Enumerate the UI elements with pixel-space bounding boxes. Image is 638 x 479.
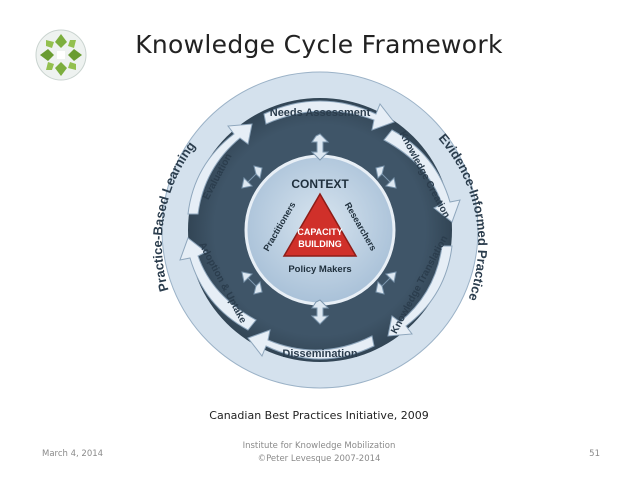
connector-arrow-bottom-right xyxy=(375,271,397,295)
connector-arrow-bottom-left xyxy=(241,271,263,295)
connector-arrow-top-left xyxy=(241,165,263,189)
capacity-label: CAPACITY xyxy=(297,227,342,237)
footer-copyright: ©Peter Levesque 2007-2014 xyxy=(257,454,381,464)
connector-arrow-top-right xyxy=(375,165,397,189)
cycle-arrow-adoption-uptake xyxy=(179,237,257,331)
label-needs-assessment: Needs Assessment xyxy=(270,107,371,119)
context-label: CONTEXT xyxy=(291,177,349,191)
cycle-arrow-dissemination xyxy=(247,329,375,360)
capacity-building-triangle xyxy=(282,192,358,257)
connector-arrow-bottom xyxy=(310,299,330,325)
source-caption: Canadian Best Practices Initiative, 2009 xyxy=(209,409,429,422)
knowledge-cycle-diagram: Practice-Based Learning Evidence-Informe… xyxy=(150,71,490,389)
footer-credits: Institute for Knowledge Mobilization ©Pe… xyxy=(219,440,419,466)
building-label: BUILDING xyxy=(298,239,342,249)
cycle-arrow-knowledge-translation xyxy=(387,245,453,337)
connector-arrows xyxy=(241,133,397,325)
policy-makers-label: Policy Makers xyxy=(288,264,351,275)
connector-arrow-top xyxy=(310,133,330,161)
footer-date: March 4, 2014 xyxy=(42,449,104,459)
cycle-arrow-needs-assessment xyxy=(263,100,395,131)
footer-institute: Institute for Knowledge Mobilization xyxy=(242,441,396,451)
label-dissemination: Dissemination xyxy=(282,348,357,360)
slide-title: Knowledge Cycle Framework xyxy=(135,30,503,59)
cycle-arrow-knowledge-creation xyxy=(383,129,461,223)
cycle-arrow-evaluation xyxy=(187,123,253,215)
page-number: 51 xyxy=(589,449,600,459)
logo-icon xyxy=(35,29,87,81)
